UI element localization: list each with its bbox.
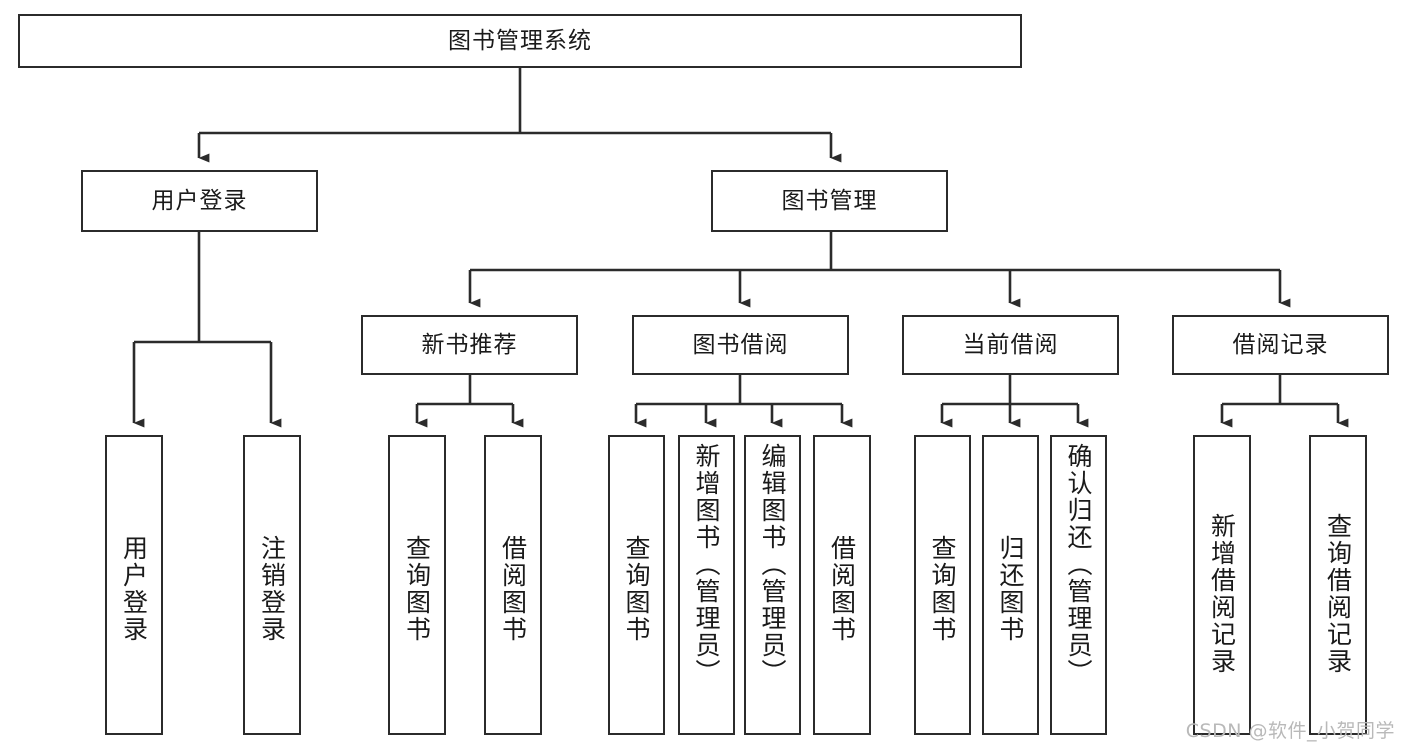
node-label: 查询借阅记录 bbox=[1323, 513, 1353, 675]
node-leaf-return-book[interactable]: 归还图书 bbox=[982, 435, 1039, 735]
node-borrow-records[interactable]: 借阅记录 bbox=[1172, 315, 1389, 375]
node-leaf-add-book-admin[interactable]: 新增图书（管理员） bbox=[678, 435, 735, 735]
node-label: 查询图书 bbox=[622, 535, 651, 643]
node-leaf-confirm-return-admin[interactable]: 确认归还（管理员） bbox=[1050, 435, 1107, 735]
node-leaf-add-borrow-record[interactable]: 新增借阅记录 bbox=[1193, 435, 1251, 735]
node-label: 当前借阅 bbox=[962, 331, 1059, 358]
node-leaf-query-book-borrow[interactable]: 查询图书 bbox=[608, 435, 665, 735]
node-label: 编辑图书（管理员） bbox=[758, 443, 787, 686]
node-label: 新增借阅记录 bbox=[1207, 513, 1237, 675]
node-book-borrow[interactable]: 图书借阅 bbox=[632, 315, 849, 375]
node-label: 图书管理 bbox=[781, 187, 878, 214]
node-current-borrow[interactable]: 当前借阅 bbox=[902, 315, 1119, 375]
node-user-login[interactable]: 用户登录 bbox=[81, 170, 318, 232]
node-label: 图书管理系统 bbox=[448, 27, 592, 54]
node-root-book-management-system[interactable]: 图书管理系统 bbox=[18, 14, 1022, 68]
node-new-book-recommend[interactable]: 新书推荐 bbox=[361, 315, 578, 375]
node-leaf-borrow-book-recommend[interactable]: 借阅图书 bbox=[484, 435, 542, 735]
node-leaf-user-login[interactable]: 用户登录 bbox=[105, 435, 163, 735]
node-label: 确认归还（管理员） bbox=[1064, 443, 1093, 686]
node-label: 归还图书 bbox=[996, 535, 1025, 643]
node-label: 新书推荐 bbox=[421, 331, 518, 358]
node-leaf-query-borrow-record[interactable]: 查询借阅记录 bbox=[1309, 435, 1367, 735]
node-leaf-logout[interactable]: 注销登录 bbox=[243, 435, 301, 735]
node-label: 借阅图书 bbox=[827, 535, 857, 643]
node-label: 借阅图书 bbox=[498, 535, 528, 643]
node-leaf-borrow-book[interactable]: 借阅图书 bbox=[813, 435, 871, 735]
node-label: 借阅记录 bbox=[1232, 331, 1329, 358]
node-label: 图书借阅 bbox=[692, 331, 789, 358]
node-leaf-edit-book-admin[interactable]: 编辑图书（管理员） bbox=[744, 435, 801, 735]
node-label: 注销登录 bbox=[257, 535, 287, 643]
node-leaf-query-book-current[interactable]: 查询图书 bbox=[914, 435, 971, 735]
node-label: 用户登录 bbox=[151, 187, 248, 214]
node-leaf-query-book-recommend[interactable]: 查询图书 bbox=[388, 435, 446, 735]
node-label: 查询图书 bbox=[402, 535, 432, 643]
node-book-management[interactable]: 图书管理 bbox=[711, 170, 948, 232]
node-label: 查询图书 bbox=[928, 535, 957, 643]
node-label: 用户登录 bbox=[119, 535, 149, 643]
node-label: 新增图书（管理员） bbox=[692, 443, 721, 686]
